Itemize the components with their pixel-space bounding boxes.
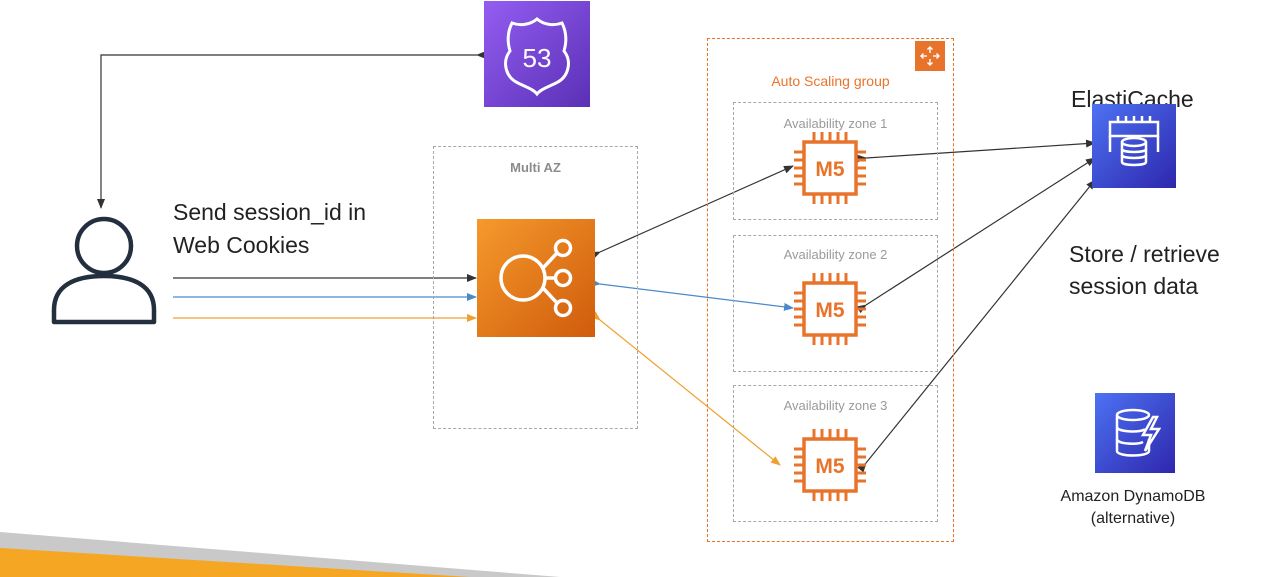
auto-scaling-group-label: Auto Scaling group [771,73,890,89]
instance3-to-cache [857,179,1096,473]
instance-3-label: M5 [815,455,844,478]
session-cookie-note-line2: Web Cookies [173,232,310,258]
multi-az-box [433,146,638,429]
session-data-note-line1: Store / retrieve [1069,241,1220,267]
ec2-m5-instance-2-icon: M5 [792,271,868,347]
dynamodb-label-line2: (alternative) [1090,510,1176,527]
availability-zone-2-box [733,235,938,372]
elasticache-icon [1092,104,1176,188]
multi-az-label: Multi AZ [510,160,561,175]
ec2-m5-instance-3-icon: M5 [792,427,868,503]
availability-zone-3-label: Availability zone 3 [783,398,888,413]
instance1-to-cache [856,139,1096,163]
session-data-note-line2: session data [1069,273,1199,299]
instance-2-label: M5 [815,299,844,322]
availability-zone-1-label: Availability zone 1 [783,116,888,131]
availability-zone-2-label: Availability zone 2 [783,247,888,262]
dynamodb-icon [1095,393,1175,473]
ec2-m5-instance-1-icon: M5 [792,130,868,206]
instance-1-label: M5 [815,158,844,181]
availability-zone-3-box [733,385,938,522]
route53-icon: 53 [484,1,590,107]
elastic-load-balancer-icon [477,219,595,337]
session-cookie-note-line1: Send session_id in [173,199,367,225]
auto-scaling-icon [915,41,945,71]
availability-zone-1-box [733,102,938,220]
route53-to-user-line [97,51,486,209]
elb-to-instance1 [590,165,794,260]
dynamodb-label-line1: Amazon DynamoDB [1060,488,1206,505]
route53-label: 53 [523,43,552,73]
elb-to-instance2 [590,278,794,311]
auto-scaling-group-box [707,38,954,542]
elb-to-instance3 [590,311,781,466]
user-icon [50,214,158,326]
